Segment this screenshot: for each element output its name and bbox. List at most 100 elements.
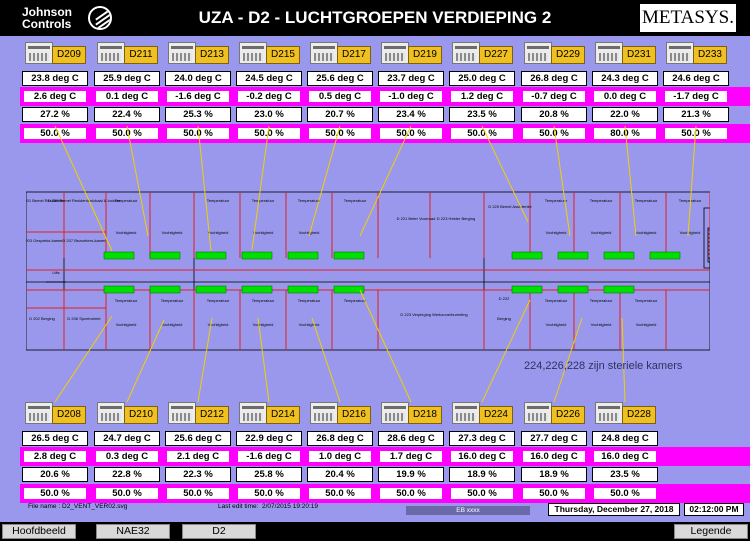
- controller-device-icon: [381, 402, 409, 424]
- humidity-value: 23.0 %: [236, 107, 302, 122]
- temperature-label: Temperatuur: [298, 198, 321, 203]
- air-unit[interactable]: D214: [236, 400, 302, 430]
- d2-button[interactable]: D2: [182, 524, 256, 539]
- air-unit[interactable]: D229: [521, 40, 587, 70]
- temperature-label: Temperatuur: [590, 298, 613, 303]
- air-unit[interactable]: D209: [22, 40, 88, 70]
- controller-device-icon: [595, 42, 623, 64]
- humidity-label: Vochtigheid: [116, 322, 137, 327]
- temperature-delta-value: 0.5 deg C: [307, 89, 373, 104]
- room-label: D 205 Bemel Residentenlokaal & lockers: [48, 198, 120, 203]
- current-time: 02:12:00 PM: [684, 503, 744, 516]
- air-unit[interactable]: D224: [449, 400, 515, 430]
- air-unit[interactable]: D210: [94, 400, 160, 430]
- air-unit[interactable]: D217: [307, 40, 373, 70]
- valve-value: 50.0 %: [307, 486, 373, 501]
- humidity-label: Vochtigheid: [299, 230, 320, 235]
- temperature-label: Temperatuur: [679, 198, 702, 203]
- air-unit[interactable]: D215: [236, 40, 302, 70]
- temperature-label: Temperatuur: [161, 298, 184, 303]
- temperature-delta-value: 2.6 deg C: [22, 89, 88, 104]
- air-unit[interactable]: D211: [94, 40, 160, 70]
- temperature-delta-value: 0.1 deg C: [94, 89, 160, 104]
- air-unit[interactable]: D218: [378, 400, 444, 430]
- unit-tag: D213: [195, 46, 229, 64]
- temperature-value: 25.6 deg C: [307, 71, 373, 86]
- unit-tag: D224: [479, 406, 513, 424]
- temperature-delta-value: 0.3 deg C: [94, 449, 160, 464]
- controller-device-icon: [452, 402, 480, 424]
- humidity-label: Vochtigheid: [208, 230, 229, 235]
- temperature-label: Temperatuur: [590, 198, 613, 203]
- temperature-label: Temperatuur: [207, 298, 230, 303]
- unit-tag: D212: [195, 406, 229, 424]
- temperature-label: Temperatuur: [252, 198, 275, 203]
- temperature-delta-value: -1.6 deg C: [236, 449, 302, 464]
- unit-tag: D218: [408, 406, 442, 424]
- unit-tag: D231: [622, 46, 656, 64]
- air-unit[interactable]: D208: [22, 400, 88, 430]
- unit-tag: D229: [551, 46, 585, 64]
- air-unit[interactable]: D212: [165, 400, 231, 430]
- logo-line-2: Controls: [22, 17, 72, 31]
- humidity-label: Vochtigheid: [546, 230, 567, 235]
- controller-device-icon: [168, 42, 196, 64]
- temperature-value: 25.6 deg C: [165, 431, 231, 446]
- humidity-value: 18.9 %: [521, 467, 587, 482]
- temperature-delta-value: 1.2 deg C: [449, 89, 515, 104]
- file-name-value: D2_VENT_VER02.svg: [62, 503, 128, 510]
- temperature-value: 27.3 deg C: [449, 431, 515, 446]
- nae32-button[interactable]: NAE32: [96, 524, 170, 539]
- humidity-label: Vochtigheid: [162, 322, 183, 327]
- room-label: D 206 Spoelruimte: [67, 316, 101, 321]
- valve-value: 50.0 %: [521, 126, 587, 141]
- air-unit[interactable]: D231: [592, 40, 658, 70]
- controller-device-icon: [595, 402, 623, 424]
- temperature-delta-value: -1.0 deg C: [378, 89, 444, 104]
- valve-value: 50.0 %: [592, 486, 658, 501]
- room-label: D 201 Bemel Residentie: [26, 198, 64, 203]
- unit-tag: D214: [266, 406, 300, 424]
- temperature-label: Temperatuur: [252, 298, 275, 303]
- valve-value: 50.0 %: [378, 486, 444, 501]
- temperature-value: 26.5 deg C: [22, 431, 88, 446]
- footer-nav: Hoofdbeeld NAE32 D2 Legende: [0, 522, 750, 541]
- humidity-value: 22.4 %: [94, 107, 160, 122]
- temperature-label: Temperatuur: [207, 198, 230, 203]
- temperature-label: Temperatuur: [635, 198, 658, 203]
- air-unit[interactable]: D219: [378, 40, 444, 70]
- humidity-value: 22.0 %: [592, 107, 658, 122]
- controller-device-icon: [25, 402, 53, 424]
- air-unit[interactable]: D228: [592, 400, 658, 430]
- temperature-value: 25.0 deg C: [449, 71, 515, 86]
- air-unit[interactable]: D233: [663, 40, 729, 70]
- temperature-value: 24.8 deg C: [592, 431, 658, 446]
- humidity-value: 21.3 %: [663, 107, 729, 122]
- controller-device-icon: [524, 402, 552, 424]
- hoofdbeeld-button[interactable]: Hoofdbeeld: [2, 524, 76, 539]
- temperature-label: Temperatuur: [115, 198, 138, 203]
- air-unit[interactable]: D227: [449, 40, 515, 70]
- air-unit[interactable]: D226: [521, 400, 587, 430]
- unit-tag: D211: [124, 46, 158, 64]
- temperature-label: Temperatuur: [635, 298, 658, 303]
- sterile-rooms-note: 224,226,228 zijn steriele kamers: [524, 360, 683, 372]
- legende-button[interactable]: Legende: [674, 524, 748, 539]
- humidity-label: Vochtigheid: [591, 230, 612, 235]
- humidity-label: Vochtigheid: [208, 322, 229, 327]
- valve-value: 50.0 %: [236, 486, 302, 501]
- johnson-controls-logo: Johnson Controls: [22, 6, 72, 30]
- room-label: D 207 Bezoekers-kamer: [62, 238, 106, 243]
- temperature-delta-value: 1.7 deg C: [378, 449, 444, 464]
- temperature-value: 27.7 deg C: [521, 431, 587, 446]
- air-unit[interactable]: D213: [165, 40, 231, 70]
- room-label: D 223 Verpleging Werkzone/bureeling: [400, 312, 467, 317]
- air-unit[interactable]: D216: [307, 400, 373, 430]
- temperature-value: 24.5 deg C: [236, 71, 302, 86]
- johnson-controls-mark-icon: [88, 6, 112, 30]
- temperature-label: Temperatuur: [344, 198, 367, 203]
- valve-value: 50.0 %: [307, 126, 373, 141]
- room-label: D 202 Berging: [29, 316, 55, 321]
- valve-value: 50.0 %: [94, 486, 160, 501]
